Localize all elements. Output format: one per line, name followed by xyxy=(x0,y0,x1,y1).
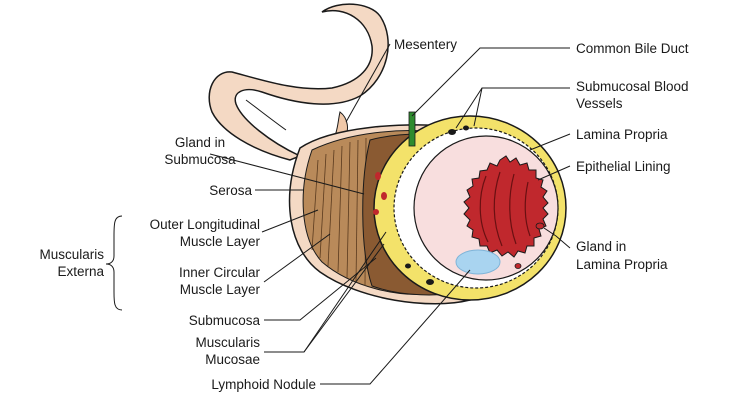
label-submucosa: Submucosa xyxy=(110,312,260,329)
label-muscularis-externa-line2: Externa xyxy=(4,263,104,280)
label-gland-in-submucosa-line1: Gland in xyxy=(140,134,260,151)
label-common-bile-duct: Common Bile Duct xyxy=(576,40,689,57)
label-epithelial-lining: Epithelial Lining xyxy=(576,158,671,175)
label-outer-longitudinal-line2: Muscle Layer xyxy=(110,233,260,250)
label-lymphoid-nodule: Lymphoid Nodule xyxy=(110,376,316,393)
label-lamina-propria: Lamina Propria xyxy=(576,126,668,143)
label-outer-longitudinal-line1: Outer Longitudinal xyxy=(110,216,260,233)
lymphoid-nodule xyxy=(456,250,500,274)
label-serosa: Serosa xyxy=(140,182,252,199)
label-gland-in-lamina-propria-line2: Lamina Propria xyxy=(576,256,668,273)
label-mesentery: Mesentery xyxy=(394,36,457,53)
label-muscularis-mucosae-line1: Muscularis xyxy=(110,334,260,351)
common-bile-duct xyxy=(409,112,415,146)
label-gland-in-lamina-propria-line1: Gland in xyxy=(576,238,626,255)
label-gland-in-submucosa-line2: Submucosa xyxy=(140,151,260,168)
label-inner-circular-line2: Muscle Layer xyxy=(110,281,260,298)
label-muscularis-mucosae-line2: Mucosae xyxy=(110,351,260,368)
label-submucosal-blood-vessels-line2: Vessels xyxy=(576,95,623,112)
label-muscularis-externa-line1: Muscularis xyxy=(4,246,104,263)
label-inner-circular-line1: Inner Circular xyxy=(110,264,260,281)
label-submucosal-blood-vessels-line1: Submucosal Blood xyxy=(576,78,689,95)
